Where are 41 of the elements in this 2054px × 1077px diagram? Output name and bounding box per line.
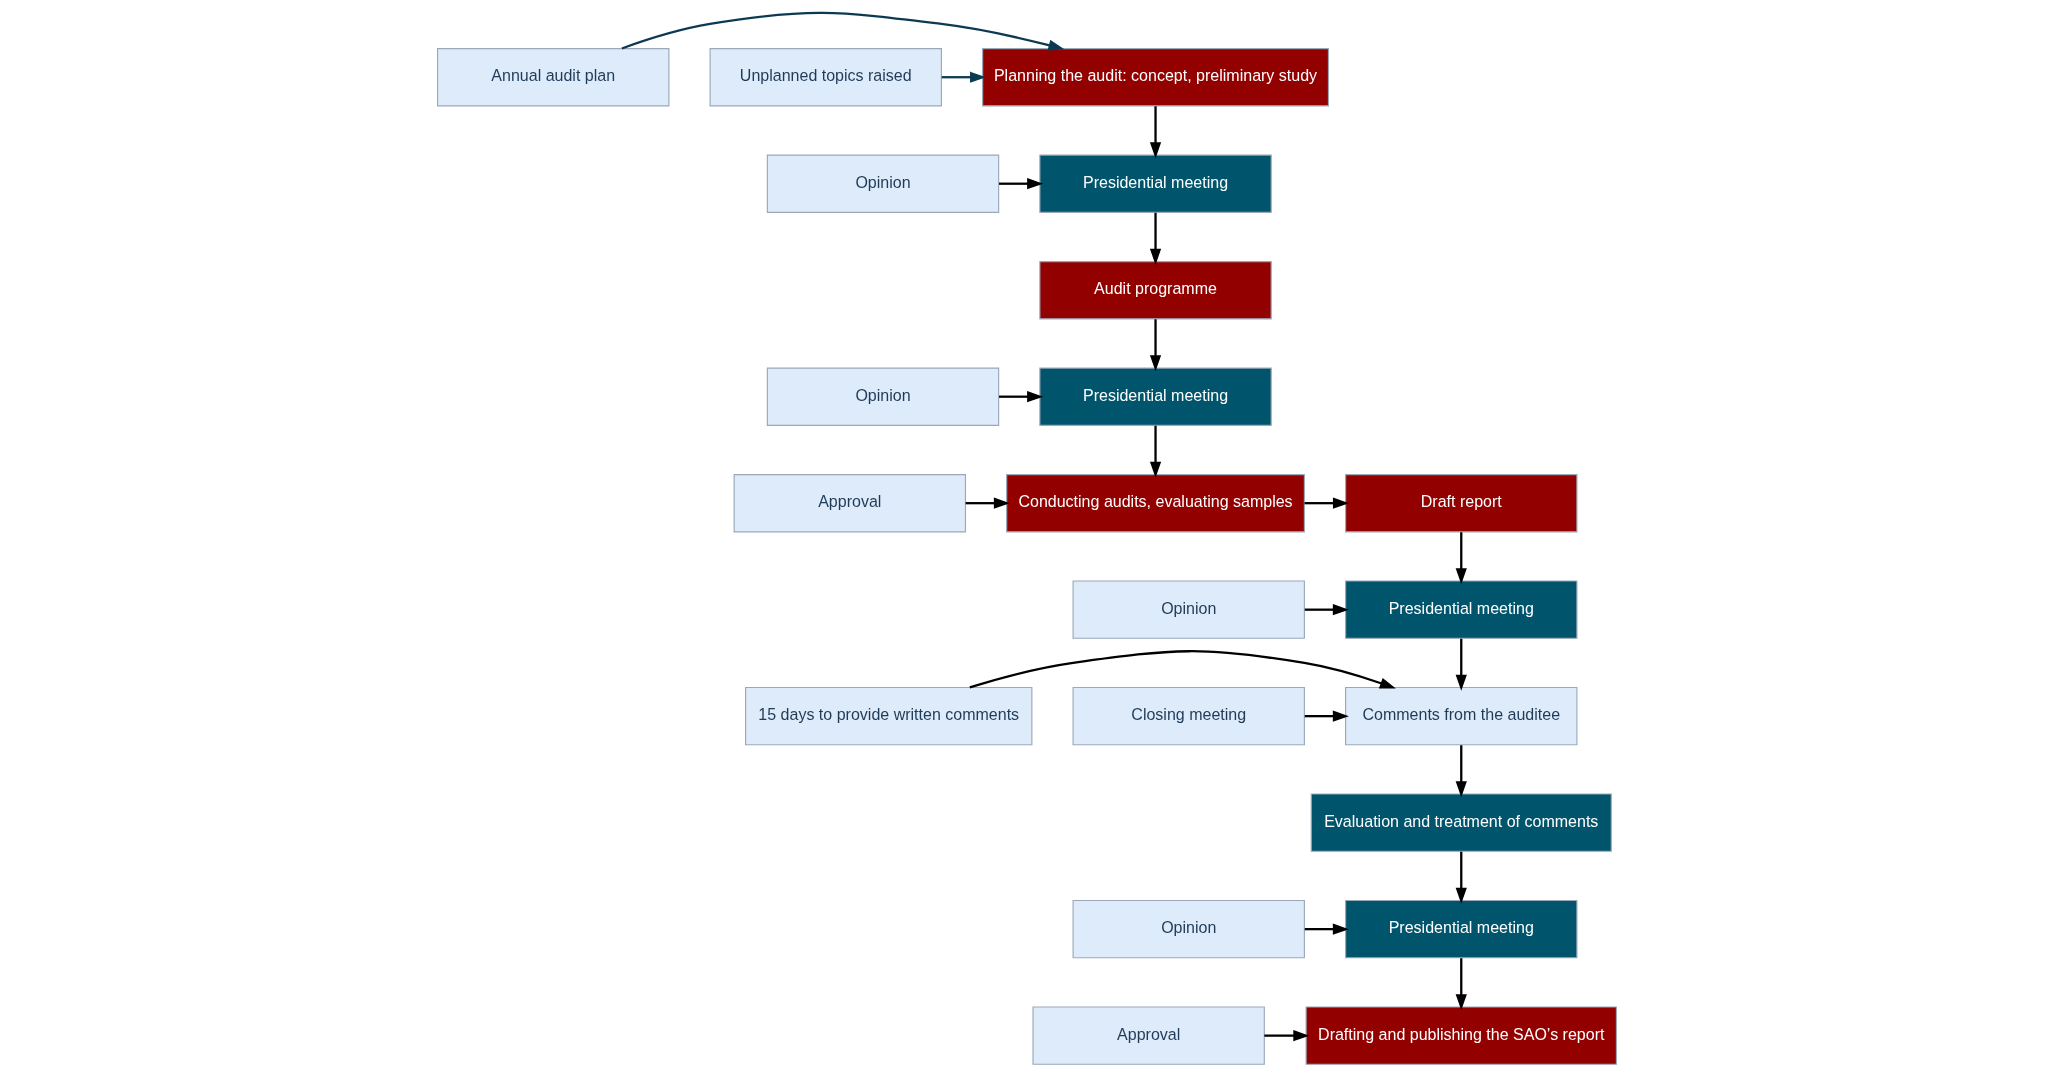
arrow bbox=[999, 178, 1044, 190]
arrow bbox=[969, 650, 1396, 689]
arrow bbox=[1264, 1030, 1310, 1042]
node-box: Audit programme bbox=[1039, 261, 1272, 320]
node-box: Opinion bbox=[766, 154, 1000, 213]
arrow bbox=[1149, 106, 1162, 159]
node-box: Presidential meeting bbox=[1039, 367, 1272, 426]
node-box: Unplanned topics raised bbox=[709, 48, 942, 107]
node-box: 15 days to provide written comments bbox=[745, 686, 1033, 746]
node-box: Approval bbox=[1032, 1006, 1265, 1065]
arrow bbox=[621, 11, 1065, 51]
arrow bbox=[1455, 532, 1467, 585]
arrow bbox=[1149, 319, 1162, 372]
arrow bbox=[999, 391, 1044, 403]
node-box: Closing meeting bbox=[1072, 686, 1305, 746]
node-box: Annual audit plan bbox=[437, 48, 670, 107]
arrow bbox=[1455, 851, 1467, 904]
arrow bbox=[1304, 604, 1349, 616]
arrow bbox=[1149, 425, 1162, 478]
node-box: Drafting and publishing the SAO’s report bbox=[1305, 1006, 1617, 1065]
node-box: Planning the audit: concept, preliminary study bbox=[982, 48, 1329, 107]
node-box: Draft report bbox=[1345, 473, 1578, 533]
node-box: Approval bbox=[733, 473, 967, 533]
arrow bbox=[1304, 497, 1349, 509]
arrow bbox=[1455, 638, 1467, 691]
node-box: Evaluation and treatment of comments bbox=[1310, 793, 1612, 852]
arrow bbox=[941, 71, 987, 83]
node-box: Presidential meeting bbox=[1039, 154, 1272, 213]
arrow bbox=[1304, 710, 1349, 722]
node-box: Opinion bbox=[1072, 899, 1305, 959]
arrow bbox=[1455, 745, 1467, 798]
node-box: Opinion bbox=[1072, 580, 1305, 639]
arrow bbox=[1149, 212, 1162, 265]
arrow bbox=[965, 497, 1010, 509]
arrow bbox=[1304, 923, 1349, 935]
arrow bbox=[1455, 958, 1467, 1011]
node-box: Conducting audits, evaluating samples bbox=[1006, 473, 1305, 533]
node-box: Opinion bbox=[766, 367, 1000, 426]
node-box: Presidential meeting bbox=[1345, 899, 1578, 959]
node-box: Comments from the auditee bbox=[1345, 686, 1578, 746]
node-box: Presidential meeting bbox=[1345, 580, 1578, 639]
